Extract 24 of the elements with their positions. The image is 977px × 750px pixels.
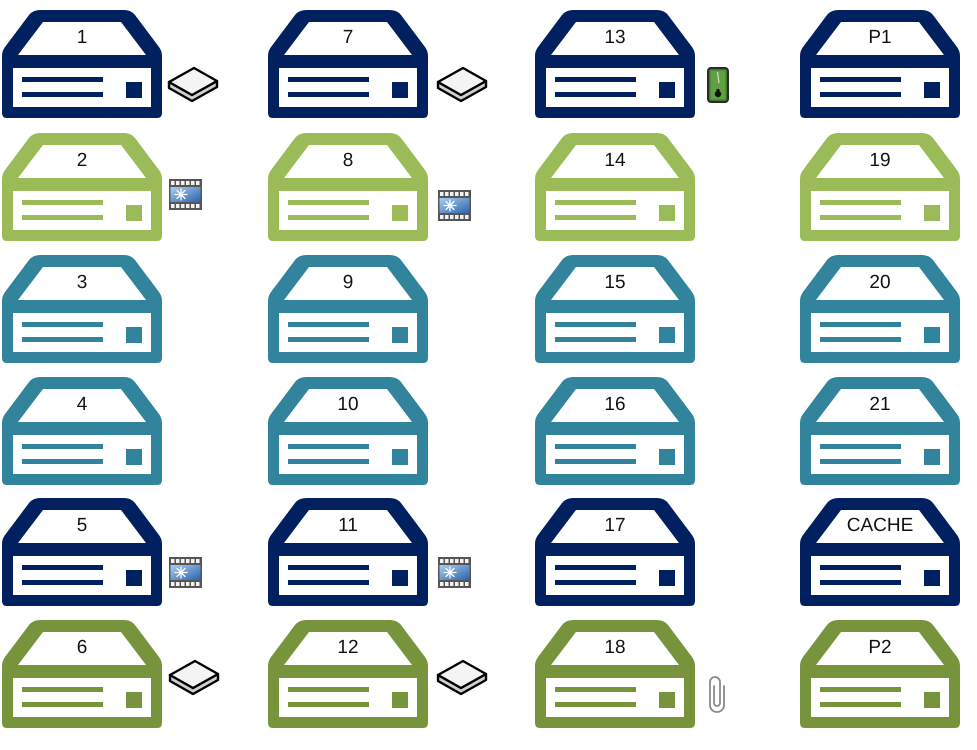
server-number: 5 (76, 515, 88, 537)
server-number: 6 (76, 637, 88, 659)
server-number: P2 (868, 637, 892, 659)
server-number: 12 (337, 637, 359, 659)
server-number: 4 (76, 394, 88, 416)
server-number: 9 (342, 272, 354, 294)
server-number: 18 (604, 637, 626, 659)
server-number: 10 (337, 394, 359, 416)
server-number: 21 (869, 394, 891, 416)
server-number: 8 (342, 150, 354, 172)
server-number: 19 (869, 150, 891, 172)
server-number: 17 (604, 515, 626, 537)
server-number: 20 (869, 272, 891, 294)
server-number: 15 (604, 272, 626, 294)
server-number: 13 (604, 27, 626, 49)
server-number: 1 (76, 27, 88, 49)
server-number: CACHE (846, 515, 914, 537)
server-number: 11 (338, 515, 358, 537)
server-number: 7 (342, 27, 354, 49)
server-number: P1 (868, 27, 892, 49)
server-number: 3 (76, 272, 88, 294)
server-number: 16 (604, 394, 626, 416)
server-number: 14 (604, 150, 626, 172)
server-number: 2 (76, 150, 88, 172)
